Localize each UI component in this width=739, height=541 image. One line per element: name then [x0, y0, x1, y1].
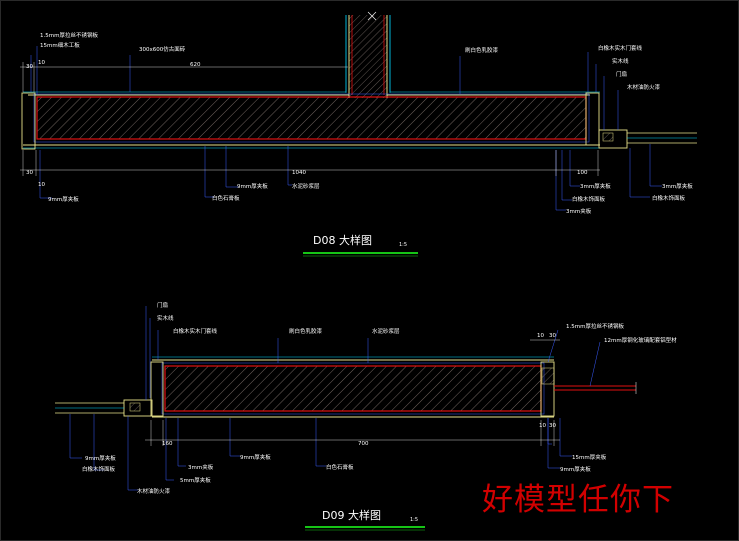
d09-label-board-15mm: 15mm厚夹板 — [572, 453, 607, 461]
d08-label-wood-frame: 白橡木实木门套线 — [598, 44, 643, 52]
d09-title: D09 大样图 — [322, 508, 381, 522]
d09-label-board-9mm: 9mm厚夹板 — [85, 454, 116, 462]
d09-dimension-lines — [145, 339, 560, 446]
d08-label-white-latex: 刷白色乳胶漆 — [465, 46, 499, 54]
d08-label-board-9mm-2: 9mm厚夹板 — [237, 182, 268, 190]
d09-dim-30-r: 30 — [549, 423, 556, 429]
d09-label-solid-wood: 实木线 — [157, 314, 174, 322]
d08-door-jamb — [598, 129, 697, 149]
d09-label-white-gypsum: 白色石膏板 — [326, 463, 354, 471]
d08-label-mdf: 15mm细木工板 — [40, 41, 80, 49]
d09-dim-30-right: 30 — [549, 333, 556, 339]
d09-leaders — [69, 306, 601, 491]
d08-leaders — [30, 46, 662, 211]
d08-column — [345, 11, 391, 98]
d08-dim-10-bottom: 10 — [38, 182, 45, 188]
d09-scale: 1:5 — [410, 517, 418, 523]
d08-label-white-gypsum: 白色石膏板 — [212, 194, 240, 202]
d09-detail: 门扇 实木线 白橡木实木门套线 刷白色乳胶漆 水泥砂浆层 1.5mm厚拉丝不锈钢… — [55, 301, 677, 531]
d08-title: D08 大样图 — [313, 233, 372, 247]
d08-label-board-3mm: 3mm厚夹板 — [580, 182, 611, 190]
d09-label-steel-sheet: 1.5mm厚拉丝不锈钢板 — [566, 322, 624, 330]
d08-label-cement: 水泥砂浆层 — [292, 182, 320, 190]
d09-label-board-3mm: 3mm夹板 — [188, 463, 214, 471]
d09-label-white-veneer: 白橡木饰面板 — [82, 465, 116, 473]
d09-dim-10-left: 10 — [537, 333, 544, 339]
d08-label-board-9mm: 9mm厚夹板 — [48, 195, 79, 203]
d08-label-board-3mm-c: 3mm夹板 — [566, 207, 592, 215]
d09-label-fireproof: 木材油防火漆 — [137, 487, 171, 495]
d08-dim-100: 100 — [577, 170, 588, 176]
d08-label-white-veneer-b: 白橡木饰面板 — [652, 194, 686, 202]
d09-wall-body — [150, 356, 555, 418]
d09-label-white-latex: 刷白色乳胶漆 — [289, 327, 323, 335]
d08-dim-620: 620 — [190, 62, 201, 68]
d09-dim-700: 700 — [358, 441, 369, 447]
d08-dim-30-top: 30 — [26, 64, 33, 70]
d08-label-white-veneer: 白橡木饰面板 — [572, 195, 606, 203]
d08-label-tile: 300x600仿古面砖 — [139, 45, 186, 53]
d09-label-board-5mm: 5mm厚夹板 — [180, 476, 211, 484]
d09-label-wood-frame: 白橡木实木门套线 — [173, 327, 218, 335]
d08-label-stainless-steel: 1.5mm厚拉丝不锈钢板 — [40, 31, 98, 39]
d09-label-board-9mm-b: 9mm厚夹板 — [240, 453, 271, 461]
d08-dim-10-top: 10 — [38, 60, 45, 66]
d08-dim-30-bottom: 30 — [26, 170, 33, 176]
d09-dim-160: 160 — [162, 441, 173, 447]
d08-scale: 1:5 — [399, 242, 407, 248]
d09-label-cement: 水泥砂浆层 — [372, 327, 400, 335]
d08-label-door-leaf: 门扇 — [616, 70, 627, 78]
d09-label-board-12mm: 12mm厚钢化玻璃配套铝型材 — [604, 336, 677, 344]
d08-dim-1040: 1040 — [292, 170, 306, 176]
d08-wall-body — [21, 15, 600, 150]
d09-label-board-9mm-c: 9mm厚夹板 — [560, 465, 591, 473]
d08-detail: 1.5mm厚拉丝不锈钢板 15mm细木工板 300x600仿古面砖 刷白色乳胶漆… — [20, 11, 697, 257]
d09-door-jamb — [55, 382, 637, 417]
d08-label-solid-wood: 实木线 — [612, 57, 629, 65]
watermark-text: 好模型任你下 — [482, 482, 674, 518]
d09-dim-10-r: 10 — [539, 423, 546, 429]
d08-label-fireproof: 木材油防火漆 — [627, 83, 661, 91]
d08-label-board-3mm-b: 3mm厚夹板 — [662, 182, 693, 190]
d09-label-door-leaf: 门扇 — [157, 301, 168, 309]
d08-dimension-lines — [20, 62, 600, 176]
